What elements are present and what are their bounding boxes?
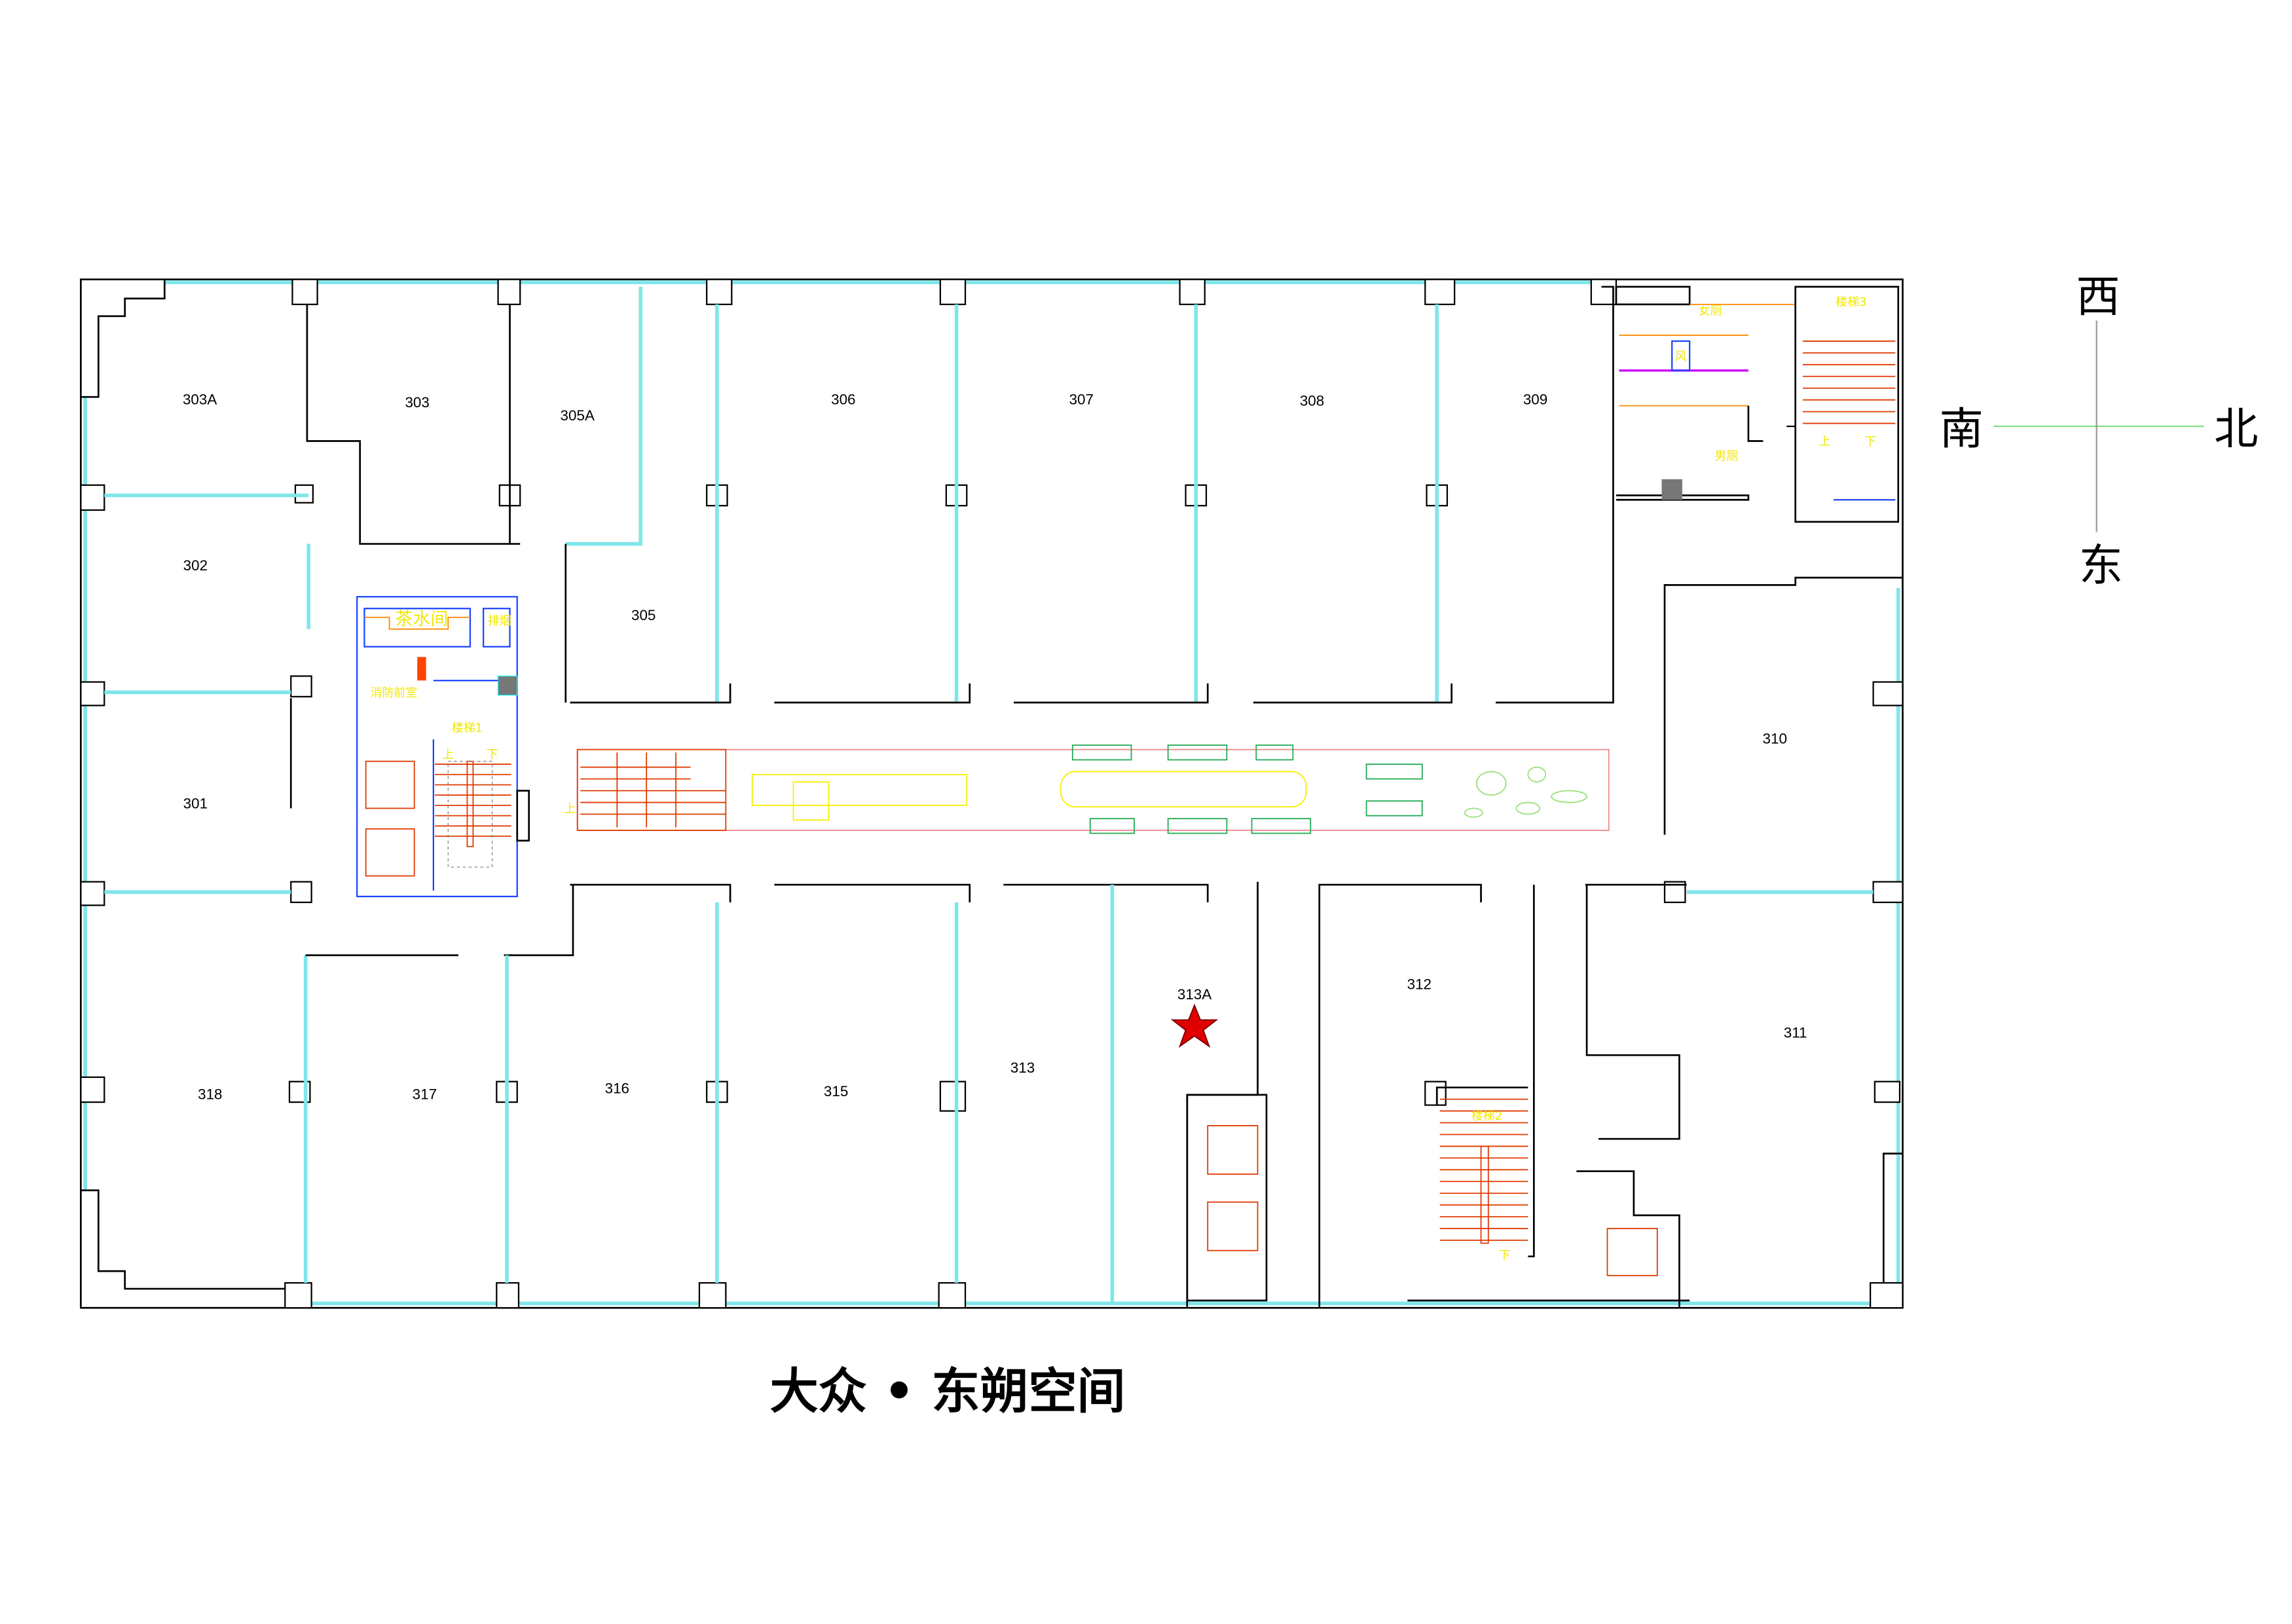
- stair3-up-label: 上: [1819, 435, 1831, 449]
- compass-north: 北: [2214, 403, 2258, 454]
- central-corridor: 上: [564, 745, 1610, 834]
- stair3-label: 楼梯3: [1836, 295, 1866, 309]
- room-315[interactable]: 315: [824, 1083, 848, 1099]
- room-307[interactable]: 307: [1069, 391, 1094, 407]
- stair1-label: 楼梯1: [452, 722, 483, 735]
- tea-room-label: 茶水间: [396, 609, 449, 629]
- compass-south: 南: [1940, 403, 1984, 454]
- room-311[interactable]: 311: [1784, 1024, 1807, 1041]
- plan-title: 大众 • 东朔空间: [770, 1363, 1126, 1420]
- outer-walls: [80, 278, 1904, 1309]
- room-312[interactable]: 312: [1407, 976, 1432, 992]
- compass-west: 西: [2076, 271, 2120, 322]
- mens-wc-label: 男厕: [1714, 450, 1738, 464]
- room-labels: 303A 303 305A 306 307 308 309 302 305 30…: [183, 391, 1807, 1102]
- womens-wc-label: 女厕: [1699, 304, 1722, 318]
- room-313[interactable]: 313: [1010, 1060, 1035, 1076]
- partitions: [104, 286, 1903, 1308]
- room-313A[interactable]: 313A: [1177, 986, 1211, 1003]
- corridor-stair-up-label: 上: [564, 802, 576, 816]
- stair2-down-label: 下: [1498, 1249, 1510, 1263]
- fire-lobby-label: 消防前室: [370, 686, 417, 700]
- room-310[interactable]: 310: [1763, 731, 1787, 747]
- room-303[interactable]: 303: [405, 394, 429, 411]
- vent-label: 风: [1675, 350, 1687, 363]
- room-301[interactable]: 301: [183, 795, 208, 811]
- restroom-block: 女厕 男厕 风 楼梯3 上 下: [1615, 286, 1900, 523]
- location-star-icon: [1170, 1003, 1219, 1048]
- room-318[interactable]: 318: [198, 1086, 222, 1103]
- stair1-down-label: 下: [487, 748, 498, 762]
- room-317[interactable]: 317: [413, 1086, 437, 1103]
- room-316[interactable]: 316: [605, 1080, 629, 1097]
- columns: [80, 278, 1904, 1309]
- elevator-block: [1186, 1094, 1658, 1302]
- compass: 西 南 北 东: [1940, 271, 2259, 591]
- room-305A[interactable]: 305A: [561, 407, 595, 424]
- core-block: 茶水间 排烟 消防前室 楼梯1 上 下: [356, 596, 530, 898]
- stair1-up-label: 上: [442, 748, 454, 762]
- stair3-down-label: 下: [1864, 435, 1876, 449]
- room-306[interactable]: 306: [831, 391, 855, 407]
- compass-east: 东: [2079, 540, 2123, 591]
- room-309[interactable]: 309: [1523, 391, 1547, 407]
- stair2-label: 楼梯2: [1471, 1109, 1502, 1123]
- room-305[interactable]: 305: [631, 607, 656, 623]
- smoke-exhaust-label: 排烟: [488, 614, 511, 628]
- stair-2: 楼梯2 下: [1439, 1098, 1528, 1263]
- room-308[interactable]: 308: [1300, 393, 1324, 409]
- room-302[interactable]: 302: [183, 557, 208, 574]
- room-303A[interactable]: 303A: [183, 391, 217, 407]
